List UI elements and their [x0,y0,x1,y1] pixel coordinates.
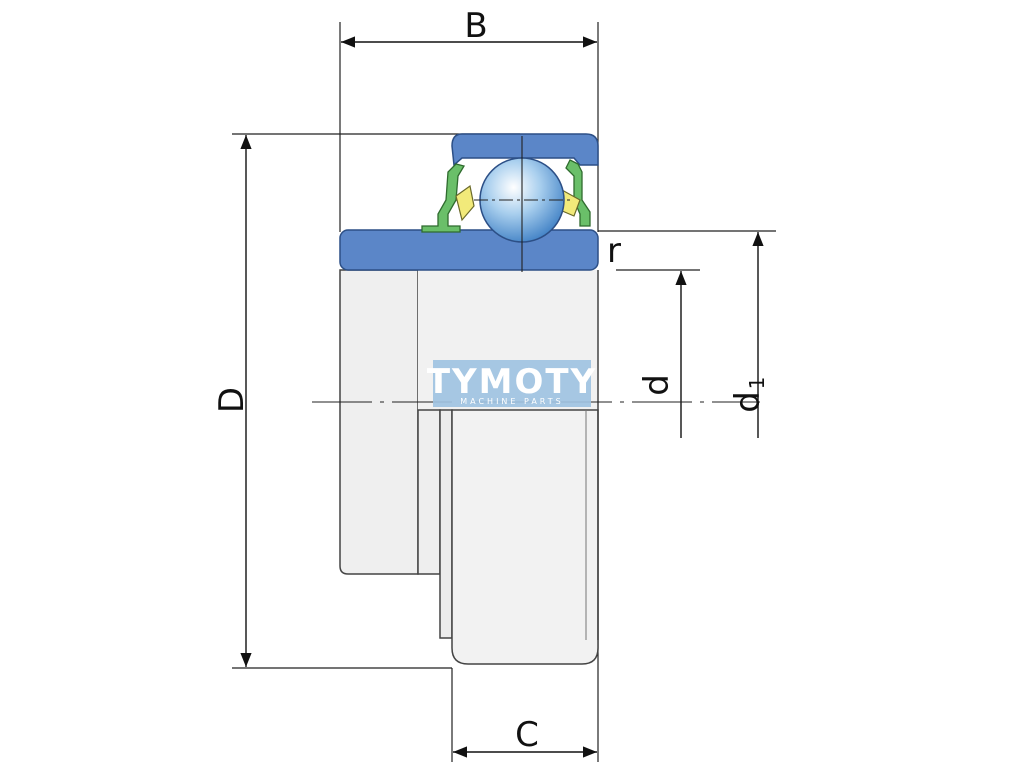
seal-left [421,163,475,233]
inner-ring-section [339,229,599,271]
label-d: d [637,374,677,396]
label-d1: d 1 [728,377,769,413]
extension-lines [232,22,776,762]
outer-ring-section [451,133,599,167]
label-B: B [464,6,487,46]
inner-ring-body [339,269,599,665]
seal-right [559,159,591,227]
watermark-brand: TYMOTY [427,362,597,402]
svg-text:1: 1 [745,377,769,390]
watermark-logo: TYMOTY MACHINE PARTS [427,360,597,407]
label-D: D [212,387,252,413]
svg-text:d: d [728,391,768,413]
dimension-lines [240,36,764,758]
label-r: r [607,231,621,271]
center-lines [312,136,760,403]
watermark-tagline: MACHINE PARTS [460,397,564,406]
label-C: C [515,715,539,755]
